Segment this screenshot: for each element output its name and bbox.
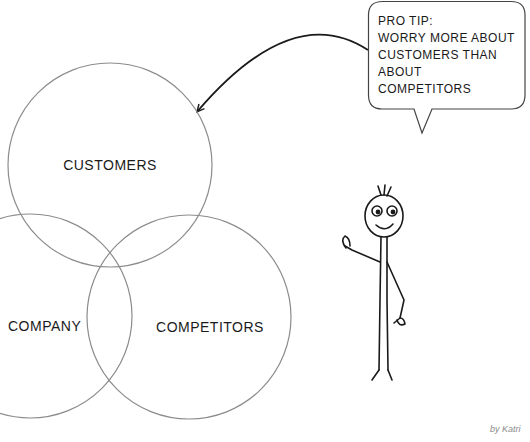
circle-label: CUSTOMERS <box>63 157 157 173</box>
circle-label: COMPETITORS <box>156 319 264 335</box>
signature: by Katri <box>490 424 521 434</box>
tip-heading: PRO TIP: <box>378 13 516 30</box>
venn-circle-outline <box>0 213 133 419</box>
venn-circle-outline <box>86 214 292 420</box>
pointer-arrow <box>197 35 368 112</box>
speech-bubble: PRO TIP:WORRY MORE ABOUT CUSTOMERS THAN … <box>368 1 526 110</box>
venn-circle: COMPETITORS <box>86 214 292 420</box>
circle-label: COMPANY <box>8 318 81 334</box>
venn-circle: COMPANY <box>0 213 133 419</box>
tip-body: WORRY MORE ABOUT CUSTOMERS THAN ABOUT CO… <box>378 30 516 98</box>
venn-circle: CUSTOMERS <box>7 62 213 268</box>
